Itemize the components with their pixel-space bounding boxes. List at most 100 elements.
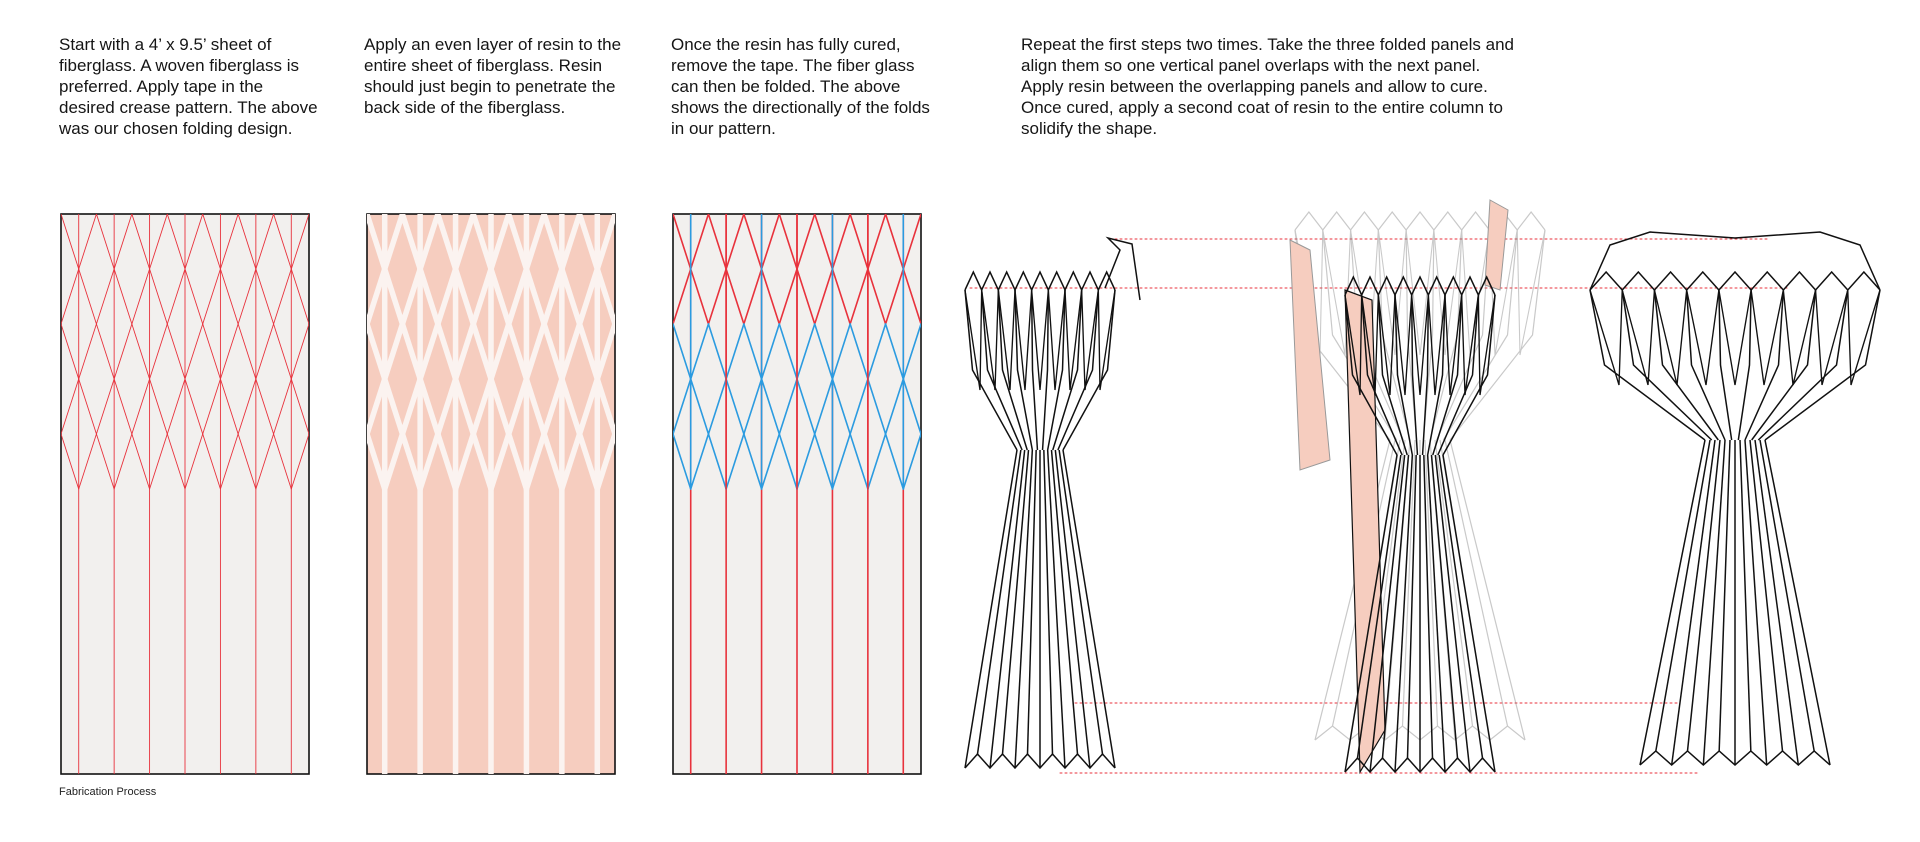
crown-fold [1360,294,1403,456]
stem-pleat [1058,449,1104,755]
diagonal-crease [576,376,601,437]
crown-fold [1410,294,1419,456]
crown-fold [1621,289,1713,441]
diagonal-crease [95,378,115,435]
diagonal-crease [290,323,309,380]
diagonal-crease [149,378,168,435]
folded-panel-single [964,236,1141,770]
crown-fold [964,289,1018,451]
diagonal-crease [149,214,168,270]
diamond-fold [1718,289,1752,386]
crown-fold [980,289,1023,451]
diagonal-crease [470,321,494,382]
diagonal-crease [367,321,388,382]
stem-pleat [1001,449,1030,755]
stem-pleat [1026,449,1037,755]
diagonal-crease [131,378,151,435]
fold-direction-lines [673,214,921,774]
diagonal-crease [219,268,239,325]
diagonal-crease [131,214,151,270]
stem-pleat [1381,454,1410,759]
crown-fold [1014,289,1034,451]
diagonal-crease [219,323,239,380]
diagonal-crease [884,268,905,325]
crown-fold [1449,229,1546,441]
stem-pleat [1424,439,1439,727]
diagonal-crease [219,214,239,270]
diagonal-crease [849,378,869,435]
diagonal-crease [131,268,151,325]
diagonal-crease [523,321,547,382]
diagonal-crease [796,214,816,270]
stem-pleat [1401,439,1416,727]
base-edge [964,752,1116,770]
diagonal-crease [95,214,115,270]
diagonal-crease [452,321,477,382]
stem-pleat [1444,439,1509,727]
base-edge [1639,749,1831,767]
crown-fold [1653,289,1719,441]
diagonal-crease [743,214,763,270]
diagonal-crease [594,321,615,382]
diagonal-crease [219,433,239,490]
diagonal-crease [796,378,816,435]
diamond-fold [1477,294,1496,396]
diagonal-crease [902,268,921,325]
diagonal-crease [78,433,97,490]
resin-overlap-strip [1484,199,1509,291]
diamond-fold [1444,294,1463,396]
diagonal-crease [113,268,133,325]
diagonal-crease [166,214,186,270]
diagonal-crease [417,431,441,492]
crown-fold [1432,294,1463,456]
diagonal-crease [523,376,547,437]
diagonal-crease [831,214,851,270]
diamond-fold [1427,294,1446,396]
crown-fold [1426,294,1446,456]
diagonal-crease [541,266,565,327]
diamond-fold [1653,289,1688,386]
crown-fold [1718,289,1733,441]
diagonal-crease [61,268,80,325]
diamond-fold [1080,289,1100,391]
diagonal-crease [470,214,494,272]
stem-pleat [1754,439,1800,766]
diagonal-crease [831,323,851,380]
crown-fold [1589,289,1706,441]
stem-pleat [1449,439,1526,741]
diagonal-crease [417,376,441,437]
diagonal-crease [867,378,887,435]
diagonal-crease [470,266,494,327]
diamond-fold [1516,229,1546,356]
diagonal-crease [202,214,221,270]
stem-pleat [989,449,1026,769]
diagonal-crease [813,268,834,325]
diagonal-crease [237,214,257,270]
diagonal-crease [113,323,133,380]
diagonal-crease [505,321,530,382]
base-edge [1344,756,1496,774]
diagonal-crease [273,323,292,380]
overlapping-panels-assembly [1289,199,1546,775]
diamond-fold [1847,289,1881,386]
diagonal-crease [61,214,80,270]
diagonal-crease [559,266,583,327]
diagonal-crease [452,214,477,272]
diagonal-crease [902,433,921,490]
diagonal-crease [778,433,798,490]
diagonal-crease [488,321,512,382]
diagonal-crease [778,323,798,380]
diagonal-crease [255,433,275,490]
diagonal-crease [488,266,512,327]
diagonal-crease [435,431,459,492]
panel-fold-directions [672,213,922,775]
stem-pleat [1759,439,1815,752]
finished-column [1589,231,1881,767]
panel-resin-applied [366,213,616,775]
diagonal-crease [673,433,692,490]
diagonal-crease [61,378,80,435]
diagonal-crease [594,266,615,327]
stem-pleat [1702,439,1726,766]
diamond-fold [980,289,1000,391]
diagonal-crease [452,266,477,327]
